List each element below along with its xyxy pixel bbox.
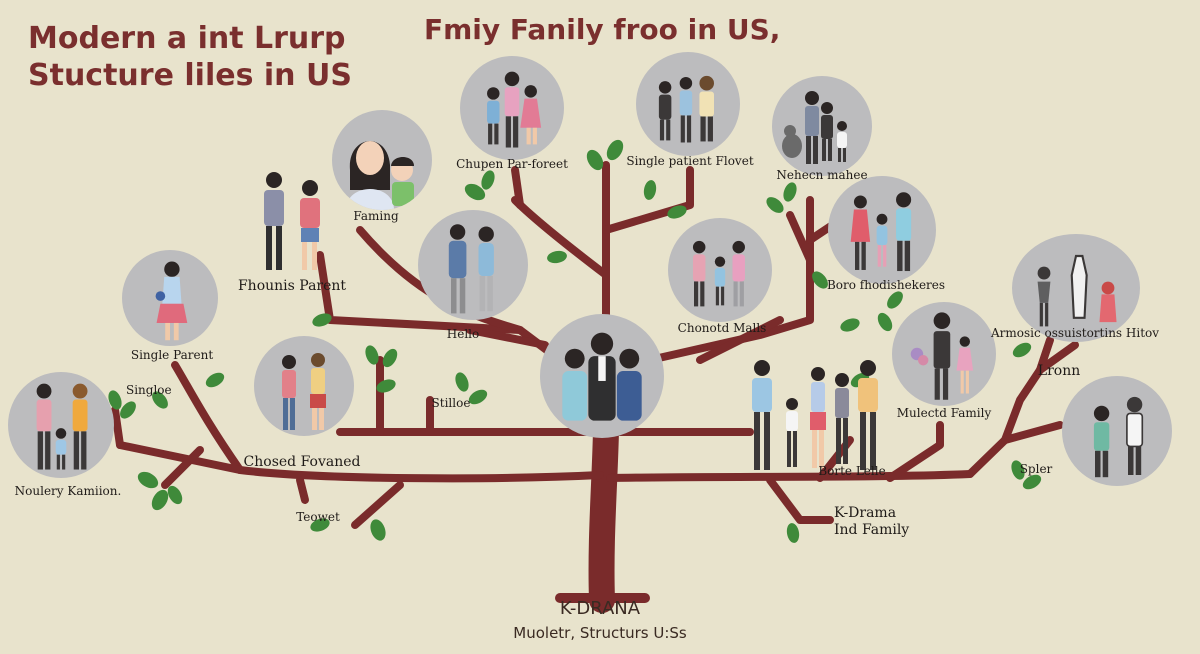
- label-boro: Boro fhodishekeres: [826, 278, 946, 292]
- main-title: Modern a int Lrurp Stucture liles in US: [28, 21, 352, 95]
- family-group-borte-lelle: [742, 354, 888, 478]
- top-title: Fmiy Fanily froo in US,: [424, 13, 781, 46]
- family-circle-chupen: [460, 56, 564, 160]
- family-figures-icon: [1037, 254, 1117, 327]
- label-chonotd: Chonotd Malls: [677, 321, 767, 335]
- footer-line-2: Muoletr, Structurs U:Ss: [513, 624, 687, 642]
- family-circle-single-patient: [636, 52, 740, 156]
- label-neheen: Nehecn mahee: [776, 168, 868, 182]
- family-circle-chonotd: [668, 218, 772, 322]
- label-chosed-fovaned: Chosed Fovaned: [243, 454, 361, 470]
- family-circle-hello: [418, 210, 528, 320]
- family-circle-muletd: [892, 302, 996, 406]
- family-circle-neheen: [772, 76, 872, 176]
- label-fhounis-parent: Fhounis Parent: [237, 278, 347, 294]
- family-figures-icon: [562, 332, 642, 421]
- family-figures-icon: [658, 75, 714, 143]
- family-circle-noulery: [8, 372, 114, 478]
- family-circle-armosic: [1012, 234, 1140, 342]
- family-figures-icon: [850, 192, 912, 272]
- family-figures-icon: [448, 224, 494, 314]
- label-spler: Spler: [1019, 462, 1053, 476]
- family-circle-chosed-fovaned: [254, 336, 354, 436]
- label-teowet: Teowet: [296, 510, 340, 524]
- label-singloe: Singloe: [126, 383, 172, 397]
- family-figures-icon: [1093, 396, 1144, 478]
- footer-line-1: K-DRANA: [559, 598, 641, 619]
- family-figures-icon: [264, 172, 320, 270]
- family-figures-icon: [155, 261, 188, 341]
- family-circle-center: [540, 314, 664, 438]
- family-circle-boro: [828, 176, 936, 284]
- family-figures-icon: [36, 383, 88, 470]
- label-stilloe: Stilloe: [431, 396, 471, 410]
- family-circle-single-parent: [122, 250, 218, 346]
- label-single-parent: Single Parent: [130, 348, 214, 362]
- label-chupen: Chupen Par-foreet: [456, 157, 568, 171]
- family-circle-faming: [332, 110, 432, 210]
- main-title-line-1: Modern a int Lrurp: [28, 21, 346, 56]
- label-hello: Hello: [446, 327, 480, 341]
- family-circle-fhounis-parent: [248, 162, 336, 280]
- label-kdrama-1: K-Drama: [834, 505, 897, 521]
- family-figures-icon: [487, 71, 542, 148]
- tree-leaves: [108, 139, 1042, 543]
- label-muletd: Mulectd Family: [896, 406, 992, 420]
- tree-trunk: [588, 417, 619, 613]
- label-single-patient: Single patient Flovet: [626, 154, 754, 168]
- family-circle-leonn: [1062, 376, 1172, 486]
- label-leonn: Lronn: [1037, 363, 1081, 379]
- family-figures-icon: [282, 353, 326, 430]
- label-noulery: Noulery Kamiion.: [14, 484, 122, 498]
- family-figures-icon: [782, 91, 847, 164]
- label-borto: Borte Lelle: [818, 464, 886, 478]
- label-kdrama-2: Ind Family: [834, 522, 910, 538]
- family-figures-icon: [910, 312, 974, 400]
- family-figures-icon: [346, 141, 414, 210]
- family-figures-icon: [692, 240, 745, 307]
- family-figures-icon: [752, 360, 878, 470]
- label-armosic: Armosic ossuistortins Hitov: [990, 326, 1160, 340]
- label-faming: Faming: [353, 209, 399, 223]
- main-title-line-2: Stucture liles in US: [28, 57, 352, 93]
